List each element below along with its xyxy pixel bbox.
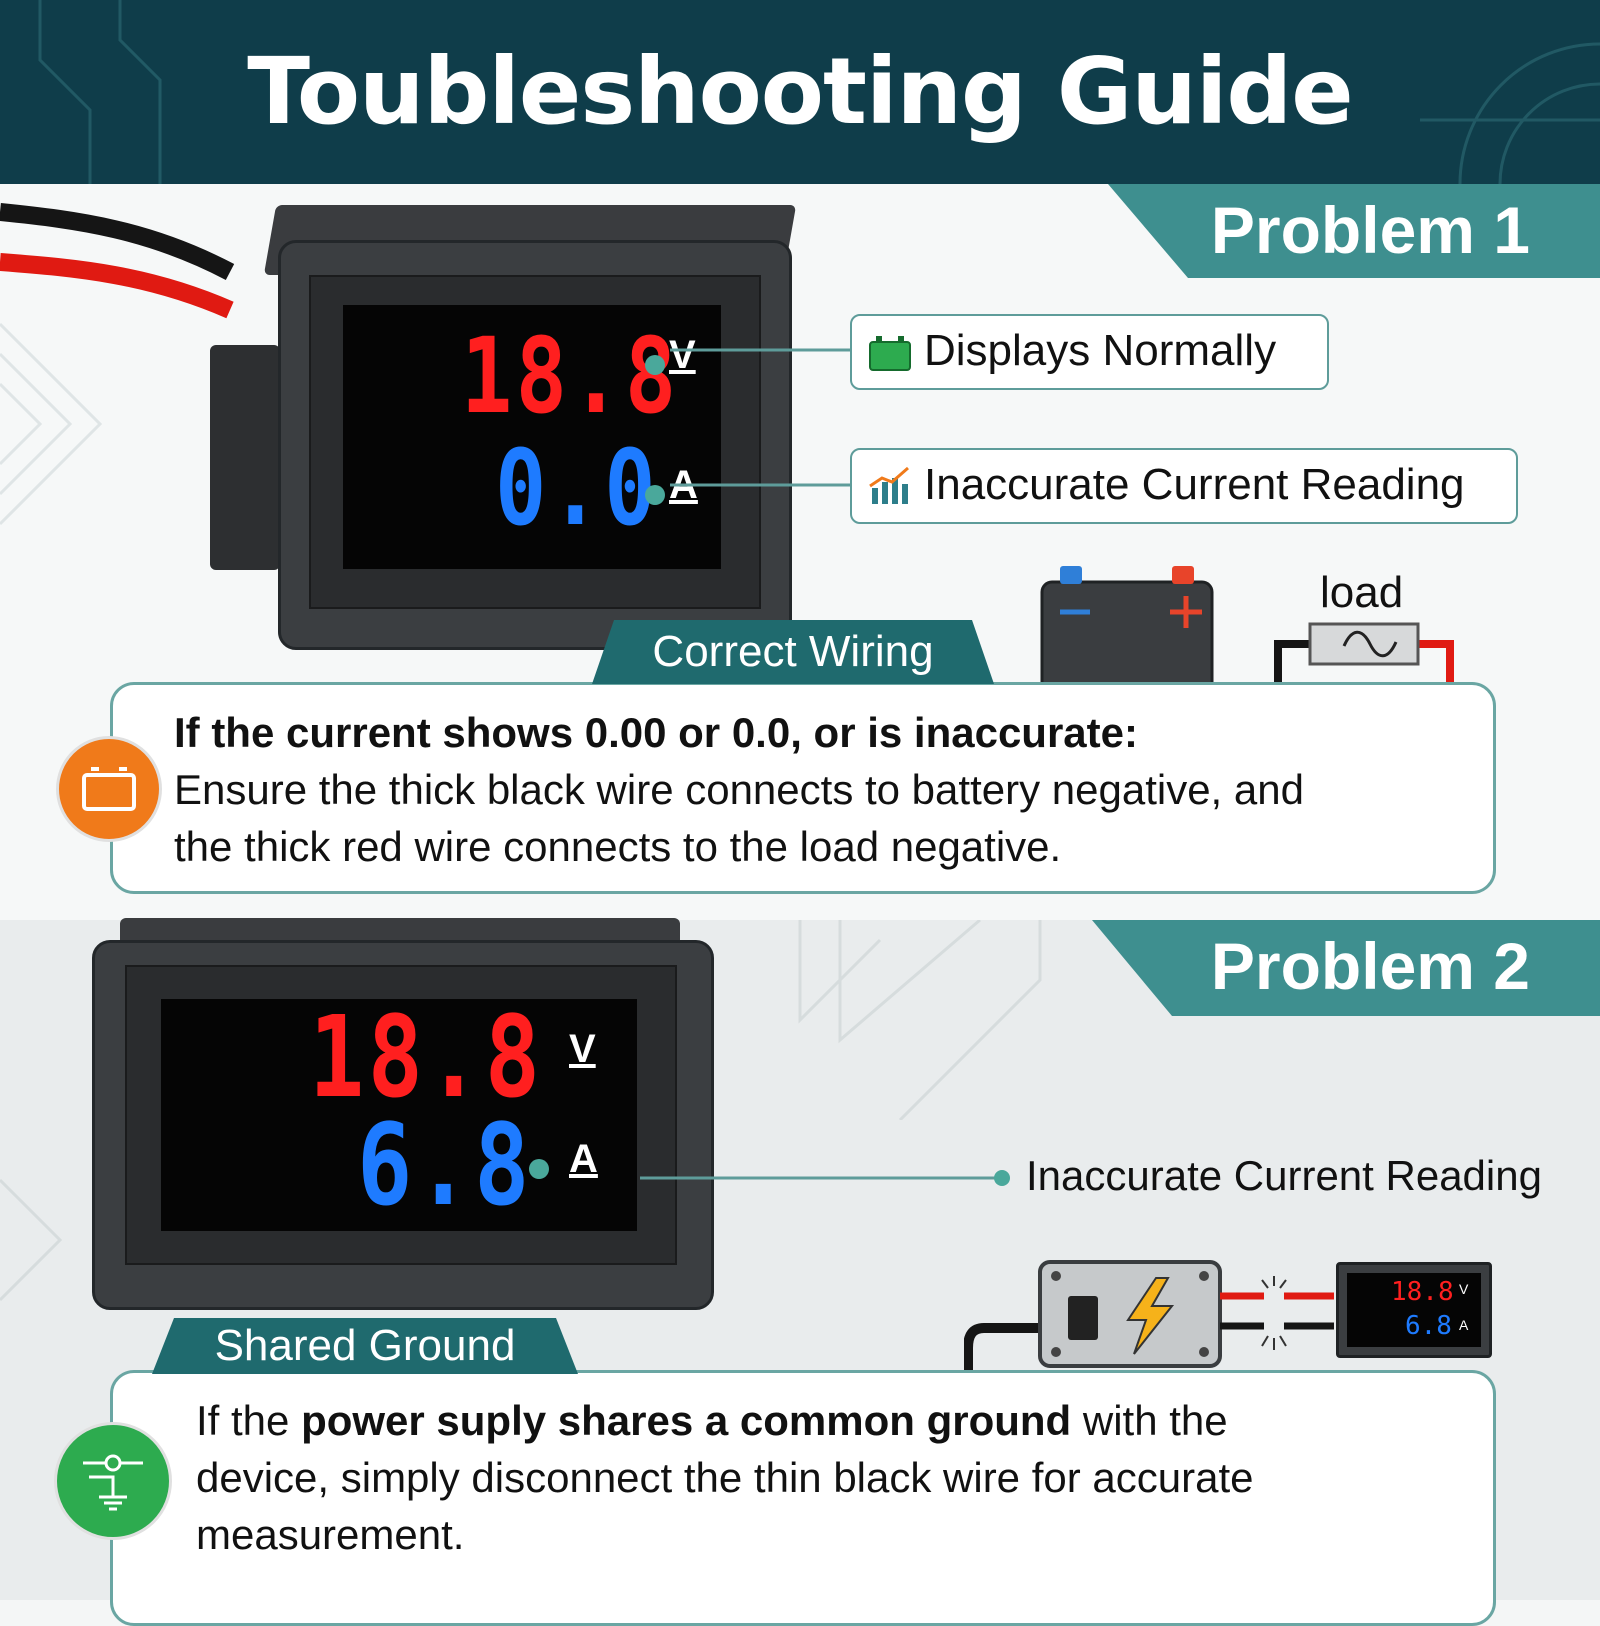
problem1-heading: If the current shows 0.00 or 0.0, or is … (174, 709, 1138, 756)
meter1-current-dot (645, 485, 665, 505)
meter1-screen: 18.8 0.0 V A (343, 305, 721, 569)
header-bar: Toubleshooting Guide (0, 0, 1600, 184)
tab-shared-ground: Shared Ground (152, 1318, 578, 1374)
meter1-wires (0, 203, 235, 319)
mini-meter-voltage: 18.8 (1391, 1277, 1454, 1307)
problem1-line1: Ensure the thick black wire connects to … (174, 766, 1304, 813)
problem2-line3: measurement. (196, 1511, 465, 1558)
callout-inaccurate-current-2: Inaccurate Current Reading (1026, 1152, 1542, 1199)
meter2-housing: 18.8 6.8 V A (92, 940, 714, 1310)
callout-displays-normally: Displays Normally (850, 314, 1329, 390)
background-pattern (0, 1178, 63, 1302)
meter1-housing: 18.8 0.0 V A (278, 240, 792, 650)
problem2-line1-post: with the (1071, 1397, 1228, 1444)
meter2-voltage-readout: 18.8 (309, 993, 544, 1123)
meter1-voltage-readout: 18.8 (461, 315, 680, 437)
page-title: Toubleshooting Guide (247, 38, 1353, 145)
meter1-voltage-unit: V (669, 333, 696, 377)
shared-ground-diagram (964, 1260, 1334, 1376)
meter2-current-readout: 6.8 (357, 1101, 533, 1231)
background-pattern (798, 920, 1042, 1120)
meter1-voltage-dot (645, 355, 665, 375)
problem1-info-text: If the current shows 0.00 or 0.0, or is … (174, 704, 1304, 875)
problem1-banner: Problem 1 (1108, 184, 1600, 278)
problem2-banner: Problem 2 (1092, 920, 1600, 1016)
problem2-line2: device, simply disconnect the thin black… (196, 1454, 1254, 1501)
ground-icon (83, 1454, 143, 1511)
callout-inaccurate-current-1-text: Inaccurate Current Reading (924, 460, 1465, 509)
mini-meter-screen: 18.8 6.8 V A (1347, 1273, 1481, 1347)
meter1-side-clip (210, 345, 280, 570)
problem2-info-box (110, 1370, 1496, 1626)
meter2-screen: 18.8 6.8 V A (161, 993, 637, 1231)
meter1-current-readout: 0.0 (495, 427, 659, 549)
problem1-info-box (110, 682, 1496, 894)
load-label: load (1320, 568, 1404, 617)
callout-inaccurate-current-1: Inaccurate Current Reading (850, 448, 1518, 524)
problem2-leader-line (640, 1170, 1010, 1186)
meter2-voltage-unit: V (569, 1027, 596, 1071)
problem1-leader-lines (670, 348, 850, 487)
battery-icon (82, 767, 136, 811)
mini-meter: 18.8 6.8 V A (1336, 1262, 1492, 1358)
meter2-current-unit: A (569, 1137, 598, 1181)
background-pattern (0, 322, 103, 526)
problem2-info-text: If the power suply shares a common groun… (196, 1392, 1254, 1563)
header-decoration (38, 0, 1600, 184)
meter2-current-dot (529, 1159, 549, 1179)
mini-meter-voltage-unit: V (1459, 1281, 1469, 1297)
problem2-line1: If the power suply shares a common groun… (196, 1392, 1254, 1449)
problem1-line2: the thick red wire connects to the load … (174, 823, 1062, 870)
battery-icon (869, 336, 911, 371)
tab-correct-wiring: Correct Wiring (592, 620, 994, 684)
problem2-icon-circle (54, 1422, 172, 1540)
correct-wiring-diagram (1040, 566, 1460, 720)
mini-meter-current-unit: A (1459, 1317, 1469, 1333)
problem1-icon-circle (56, 736, 162, 842)
problem2-line1-bold: power suply shares a common ground (301, 1397, 1072, 1444)
callout-displays-normally-text: Displays Normally (924, 326, 1277, 375)
mini-meter-current: 6.8 (1405, 1311, 1452, 1341)
problem2-line1-pre: If the (196, 1397, 302, 1444)
bar-chart-icon (869, 466, 909, 504)
